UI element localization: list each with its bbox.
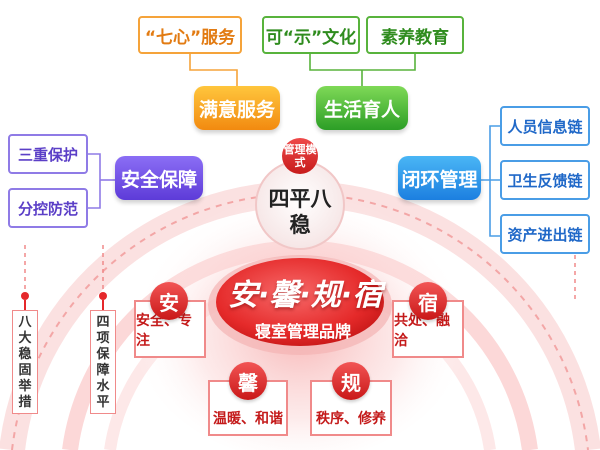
vertical-label-line <box>102 300 104 310</box>
siping-bawen-label: 四平八稳 <box>268 187 332 237</box>
top-box-qixin-service: “七心”服务 <box>138 16 242 54</box>
value-char-an: 安 <box>150 282 188 320</box>
pill-safety-guarantee: 安全保障 <box>115 156 203 200</box>
left-box-split-control: 分控防范 <box>8 188 88 228</box>
pill-life-education: 生活育人 <box>316 86 408 130</box>
right-box-personnel-info-chain: 人员信息链 <box>500 106 590 146</box>
pill-satisfaction-service: 满意服务 <box>194 86 280 130</box>
vertical-label-four-guarantees: 四项保障水平 <box>90 310 116 414</box>
brand-title: 安·馨·规·宿 <box>228 278 383 313</box>
pill-closed-loop-management: 闭环管理 <box>398 156 481 200</box>
value-char-xin: 馨 <box>229 362 267 400</box>
connector-orange <box>189 54 238 86</box>
management-mode-badge: 管理模式 <box>282 138 318 174</box>
top-box-literacy-education: 素养教育 <box>366 16 464 54</box>
connector-green <box>309 54 416 86</box>
left-box-triple-protection: 三重保护 <box>8 134 88 174</box>
center-ellipse <box>216 258 384 346</box>
connector-blue <box>481 125 500 237</box>
top-box-shi-culture: 可“示”文化 <box>262 16 360 54</box>
vertical-label-dot <box>99 292 107 300</box>
brand-subtitle: 寝室管理品牌 <box>255 322 352 341</box>
vertical-label-eight-measures: 八大稳固举措 <box>12 310 38 414</box>
value-char-gui: 规 <box>332 362 370 400</box>
value-char-su: 宿 <box>409 282 447 320</box>
vertical-label-line <box>24 300 26 310</box>
connector-purple <box>88 153 115 209</box>
vertical-label-dot <box>21 292 29 300</box>
right-box-hygiene-feedback-chain: 卫生反馈链 <box>500 160 590 200</box>
right-box-asset-chain: 资产进出链 <box>500 214 590 254</box>
